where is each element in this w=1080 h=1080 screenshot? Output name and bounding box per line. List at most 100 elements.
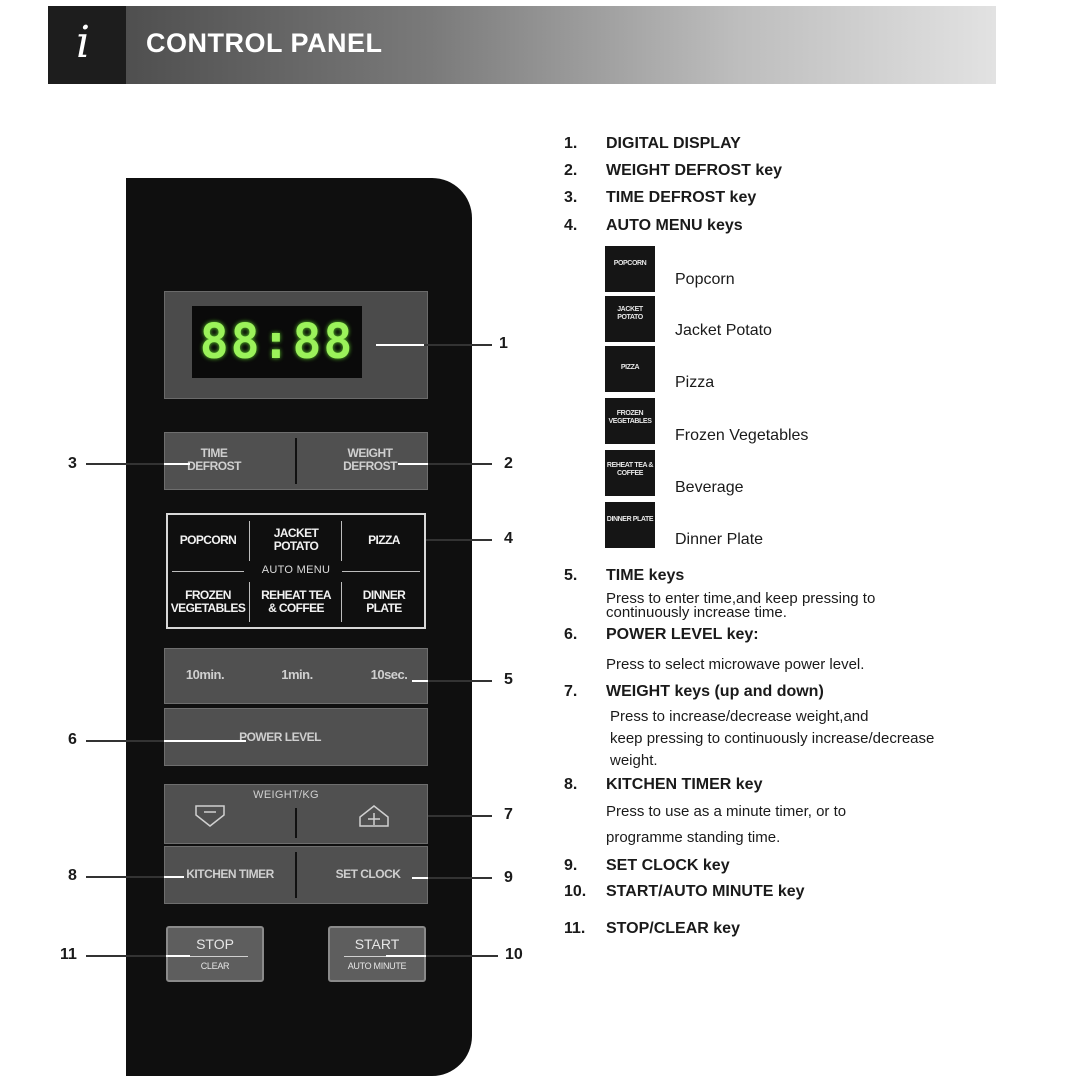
power-level-key [164, 708, 428, 766]
weight-up-icon[interactable] [356, 802, 392, 830]
time-keys [164, 648, 428, 704]
list-label: SET CLOCK key [606, 857, 730, 874]
list-item: 3.TIME DEFROST key [564, 189, 756, 207]
description: keep pressing to continuously increase/d… [610, 730, 935, 747]
reheat-tea-button[interactable]: REHEAT TEA & COFFEE [261, 588, 331, 615]
callout-line [428, 877, 492, 879]
list-item: 8. KITCHEN TIMER key [564, 776, 762, 794]
callout-number: 11 [60, 946, 77, 963]
callout-number: 4 [504, 530, 513, 547]
start-label: START [354, 936, 400, 952]
callout-line [426, 955, 498, 957]
section-header: i CONTROL PANEL [48, 6, 996, 84]
description: Press to use as a minute timer, or to [606, 803, 847, 820]
stop-clear-button[interactable]: STOP CLEAR [166, 926, 264, 982]
thumb-text: JACKET POTATO [617, 306, 643, 321]
callout-line [412, 877, 428, 879]
callout-number: 7 [504, 806, 513, 823]
list-number: 11. [564, 920, 586, 937]
thumb-text: DINNER PLATE [606, 516, 654, 523]
list-item: 2. WEIGHT DEFROST key [564, 162, 782, 180]
one-min-button[interactable]: 1min. [281, 667, 313, 682]
set-clock-button[interactable]: SET CLOCK [335, 867, 401, 881]
ten-sec-button[interactable]: 10sec. [370, 667, 408, 682]
popcorn-thumbnail: POPCORN [605, 246, 655, 292]
thumb-text: REHEAT TEA & COFFEE [606, 462, 654, 477]
kitchen-timer-button[interactable]: KITCHEN TIMER [186, 867, 274, 881]
list-item: 5.TIME keys [564, 567, 684, 585]
list-label: TIME DEFROST key [606, 189, 757, 206]
list-label: AUTO MENU keys [606, 217, 743, 234]
pizza-button[interactable]: PIZZA [368, 533, 400, 547]
list-number: 8. [564, 776, 578, 793]
header-bar: CONTROL PANEL [126, 6, 996, 84]
list-item: 6.POWER LEVEL key: [564, 626, 759, 644]
button-rule [344, 956, 410, 957]
list-item: 4. AUTO MENU keys [564, 217, 743, 235]
ten-min-button[interactable]: 10min. [185, 667, 225, 682]
dinner-plate-button[interactable]: DINNER PLATE [362, 588, 406, 615]
callout-line [86, 463, 164, 465]
callout-line [428, 815, 492, 817]
list-number: 1. [564, 135, 578, 152]
clear-label: CLEAR [200, 961, 230, 971]
power-level-button[interactable]: POWER LEVEL [239, 730, 321, 744]
list-number: 6. [564, 626, 578, 643]
timer-divider [295, 852, 297, 898]
callout-line [412, 680, 428, 682]
list-label: START/AUTO MINUTE key [606, 883, 805, 900]
list-label: KITCHEN TIMER key [606, 776, 763, 793]
description: programme standing time. [606, 829, 781, 846]
list-label: STOP/CLEAR key [606, 920, 740, 937]
list-item: 10.START/AUTO MINUTE key [564, 883, 805, 901]
list-label: WEIGHT keys (up and down) [606, 683, 824, 700]
auto-menu-name: Popcorn [675, 271, 735, 288]
callout-line [428, 463, 492, 465]
auto-menu-name: Dinner Plate [675, 531, 764, 548]
callout-line [386, 955, 426, 957]
list-label: DIGITAL DISPLAY [606, 135, 741, 152]
weight-down-icon[interactable] [192, 802, 228, 830]
callout-line [86, 955, 166, 957]
callout-number: 8 [68, 867, 77, 884]
list-number: 4. [564, 217, 578, 234]
callout-number: 3 [68, 455, 77, 472]
list-number: 7. [564, 683, 578, 700]
button-rule [182, 956, 248, 957]
menu-rule [342, 571, 420, 572]
defrost-divider [295, 438, 297, 484]
callout-line [164, 740, 246, 742]
callout-line [164, 876, 184, 878]
callout-line [376, 344, 424, 346]
dinner-plate-thumbnail: DINNER PLATE [605, 502, 655, 548]
popcorn-button[interactable]: POPCORN [179, 533, 237, 547]
jacket-potato-thumbnail: JACKET POTATO [605, 296, 655, 342]
start-auto-minute-button[interactable]: START AUTO MINUTE [328, 926, 426, 982]
jacket-potato-button[interactable]: JACKET POTATO [273, 526, 319, 553]
callout-number: 5 [504, 671, 513, 688]
callout-line [398, 463, 428, 465]
auto-menu-name: Pizza [675, 374, 715, 391]
list-item: 11. STOP/CLEAR key [564, 920, 740, 938]
list-label: WEIGHT DEFROST key [606, 162, 783, 179]
list-number: 2. [564, 162, 578, 179]
menu-divider [249, 521, 250, 561]
weight-defrost-button[interactable]: WEIGHT DEFROST [343, 446, 397, 473]
menu-divider [341, 582, 342, 622]
callout-line [86, 740, 164, 742]
description: weight. [610, 752, 658, 769]
weight-divider [295, 808, 297, 838]
description: Press to enter time,and keep pressing to [606, 590, 876, 607]
display-digits: 88:88 [199, 314, 355, 370]
stop-label: STOP [196, 936, 234, 952]
callout-number: 6 [68, 731, 77, 748]
pizza-thumbnail: PIZZA [605, 346, 655, 392]
list-label: TIME keys [606, 567, 685, 584]
description: Press to select microwave power level. [606, 656, 865, 673]
frozen-vegetables-button[interactable]: FROZEN VEGETABLES [170, 588, 246, 615]
time-defrost-button[interactable]: TIME DEFROST [187, 446, 241, 473]
thumb-text: POPCORN [613, 260, 647, 267]
auto-minute-label: AUTO MINUTE [347, 961, 407, 971]
menu-divider [249, 582, 250, 622]
list-number: 9. [564, 857, 578, 874]
